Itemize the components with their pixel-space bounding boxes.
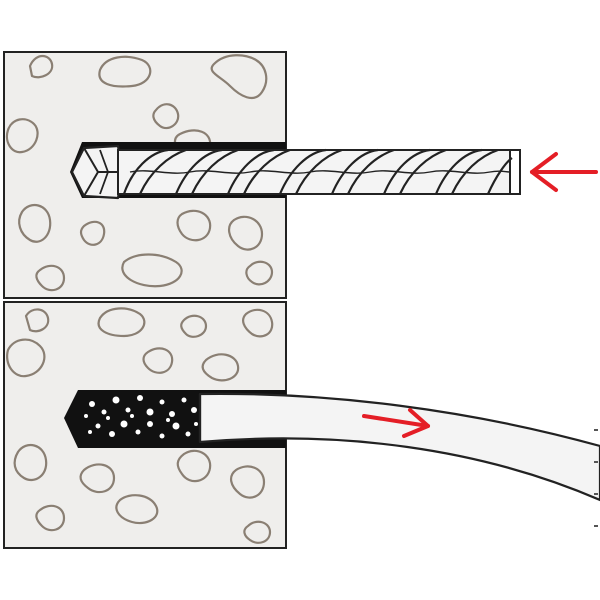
cleaning-tube-icon — [198, 392, 600, 502]
arrow-left-icon — [530, 152, 598, 192]
arrow-right-icon — [362, 408, 430, 438]
dust-particles — [84, 395, 198, 439]
edge-marks — [594, 429, 598, 527]
drill-bit-icon — [70, 144, 521, 200]
